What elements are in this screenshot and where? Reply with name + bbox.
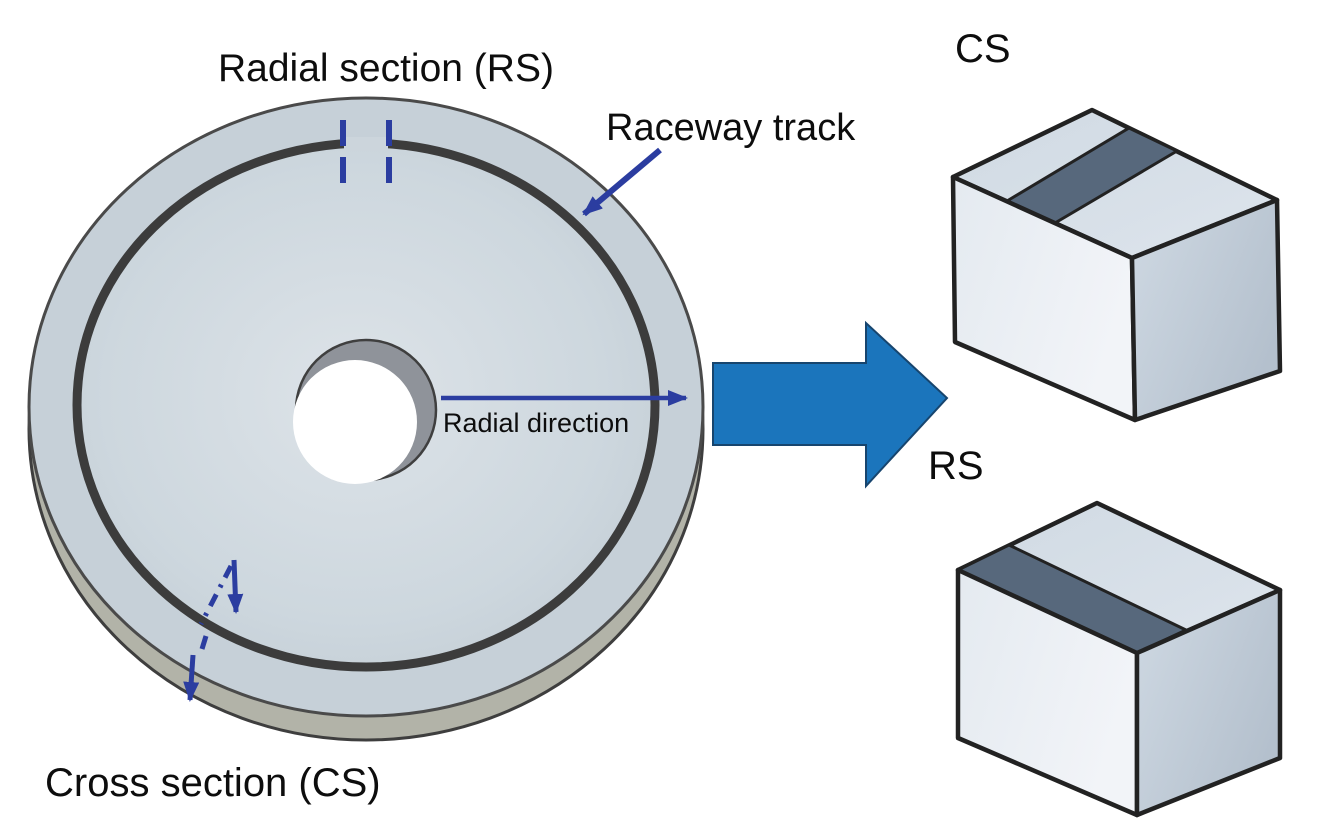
rs-cube xyxy=(955,500,1283,818)
cs-cube-right-face xyxy=(1129,197,1283,423)
raceway-track-arrow xyxy=(582,147,662,217)
cross-section-dashdot-line xyxy=(198,564,234,626)
center-bore-hole xyxy=(293,360,417,484)
cross-section-dash-lower xyxy=(199,635,209,650)
raceway-ring-gap xyxy=(344,137,388,151)
bearing-washer xyxy=(27,96,705,742)
cross-section-marks xyxy=(183,559,244,702)
cs-cube xyxy=(950,107,1283,423)
radial-section-dashes xyxy=(340,120,392,183)
transform-arrow xyxy=(712,320,949,489)
cross-section-label: Cross section (CS) xyxy=(45,761,381,805)
rs-cube-label: RS xyxy=(928,444,984,488)
cs-cube-label: CS xyxy=(955,27,1011,71)
rs-cube-right-face xyxy=(1134,587,1283,818)
raceway-track-label: Raceway track xyxy=(606,107,856,149)
radial-section-label: Radial section (RS) xyxy=(218,47,554,90)
cross-section-arrow-upper xyxy=(227,559,244,614)
cross-section-arrow-lower xyxy=(183,654,200,702)
radial-direction-label: Radial direction xyxy=(443,408,629,438)
